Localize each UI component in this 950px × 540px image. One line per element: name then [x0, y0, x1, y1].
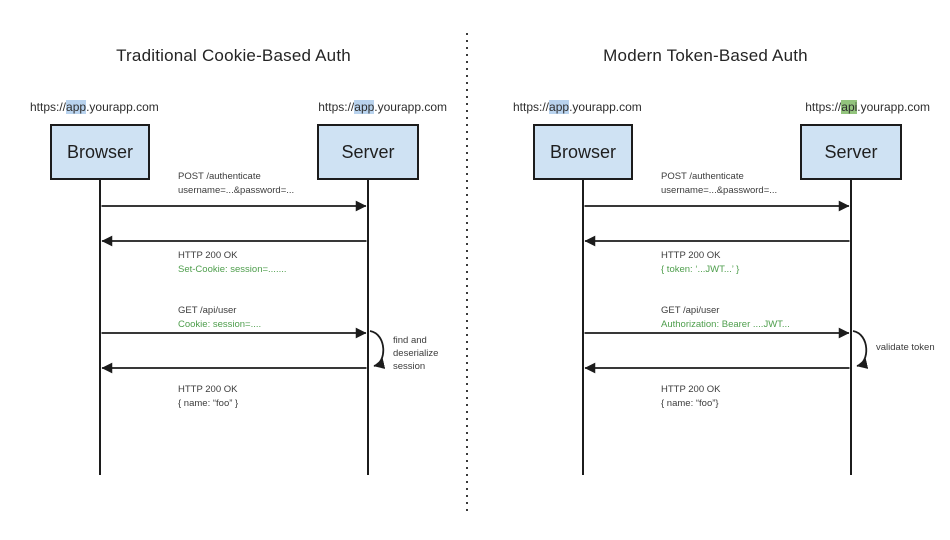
url-prefix: https://	[513, 100, 550, 114]
url-highlight-app: app	[354, 100, 375, 114]
server-label: Server	[824, 141, 878, 162]
message-line: GET /api/user	[178, 305, 237, 316]
message-get-api-user: GET /api/user Authorization: Bearer ....…	[661, 304, 790, 331]
diagram-token-auth: Modern Token-Based Auth https://app.your…	[483, 0, 950, 540]
browser-label: Browser	[549, 141, 616, 162]
loop-note-line: find and	[393, 335, 427, 346]
message-line: username=...&password=...	[178, 184, 295, 196]
message-get-api-user: GET /api/user Cookie: session=....	[178, 304, 261, 331]
dotted-divider	[465, 33, 468, 515]
url-prefix: https://	[805, 100, 842, 114]
message-line: HTTP 200 OK	[178, 250, 238, 261]
loop-note-line: deserialize	[393, 348, 439, 359]
diagram-title: Traditional Cookie-Based Auth	[116, 46, 351, 65]
message-line: GET /api/user	[661, 305, 720, 316]
url-suffix: .yourapp.com	[374, 100, 447, 114]
url-highlight-api: api	[841, 100, 858, 114]
message-line: { name: “foo”}	[661, 397, 719, 409]
browser-url: https://app.yourapp.com	[513, 100, 642, 114]
self-loop-arrow	[852, 330, 869, 369]
message-line-green: Set-Cookie: session=.......	[178, 263, 287, 275]
message-set-cookie-response: HTTP 200 OK Set-Cookie: session=.......	[178, 249, 287, 276]
message-user-response: HTTP 200 OK { name: “foo” }	[178, 383, 238, 410]
self-loop-arrow	[369, 330, 386, 369]
url-suffix: .yourapp.com	[857, 100, 930, 114]
message-line-green: Cookie: session=....	[178, 318, 262, 330]
loop-note-deserialize-session: find and deserialize session	[393, 334, 438, 373]
message-line-green: Authorization: Bearer ....JWT...	[661, 318, 790, 330]
url-suffix: .yourapp.com	[569, 100, 642, 114]
browser-box: Browser	[533, 124, 633, 180]
loop-note-line: validate token	[876, 342, 935, 353]
url-highlight-app: app	[549, 100, 570, 114]
message-line: HTTP 200 OK	[661, 384, 721, 395]
browser-label: Browser	[66, 141, 133, 162]
message-post-authenticate: POST /authenticate username=...&password…	[178, 170, 294, 197]
message-line: POST /authenticate	[178, 171, 261, 182]
url-prefix: https://	[30, 100, 67, 114]
server-label: Server	[341, 141, 395, 162]
message-line: POST /authenticate	[661, 171, 744, 182]
message-line: { name: “foo” }	[178, 397, 239, 409]
message-line: HTTP 200 OK	[661, 250, 721, 261]
loop-note-validate-token: validate token	[876, 341, 935, 354]
message-token-response: HTTP 200 OK { token: ‘...JWT...’ }	[661, 249, 739, 276]
message-line: username=...&password=...	[661, 184, 778, 196]
diagram-cookie-auth: Traditional Cookie-Based Auth https://ap…	[0, 0, 467, 540]
url-suffix: .yourapp.com	[86, 100, 159, 114]
message-post-authenticate: POST /authenticate username=...&password…	[661, 170, 777, 197]
browser-url: https://app.yourapp.com	[30, 100, 159, 114]
server-box: Server	[800, 124, 902, 180]
url-prefix: https://	[318, 100, 355, 114]
message-line: HTTP 200 OK	[178, 384, 238, 395]
url-highlight-app: app	[66, 100, 87, 114]
browser-box: Browser	[50, 124, 150, 180]
message-user-response: HTTP 200 OK { name: “foo”}	[661, 383, 721, 410]
server-url: https://api.yourapp.com	[805, 100, 930, 114]
server-url: https://app.yourapp.com	[318, 100, 447, 114]
loop-note-line: session	[393, 361, 426, 372]
message-line-green: { token: ‘...JWT...’ }	[661, 263, 740, 275]
diagram-title: Modern Token-Based Auth	[603, 46, 808, 65]
server-box: Server	[317, 124, 419, 180]
